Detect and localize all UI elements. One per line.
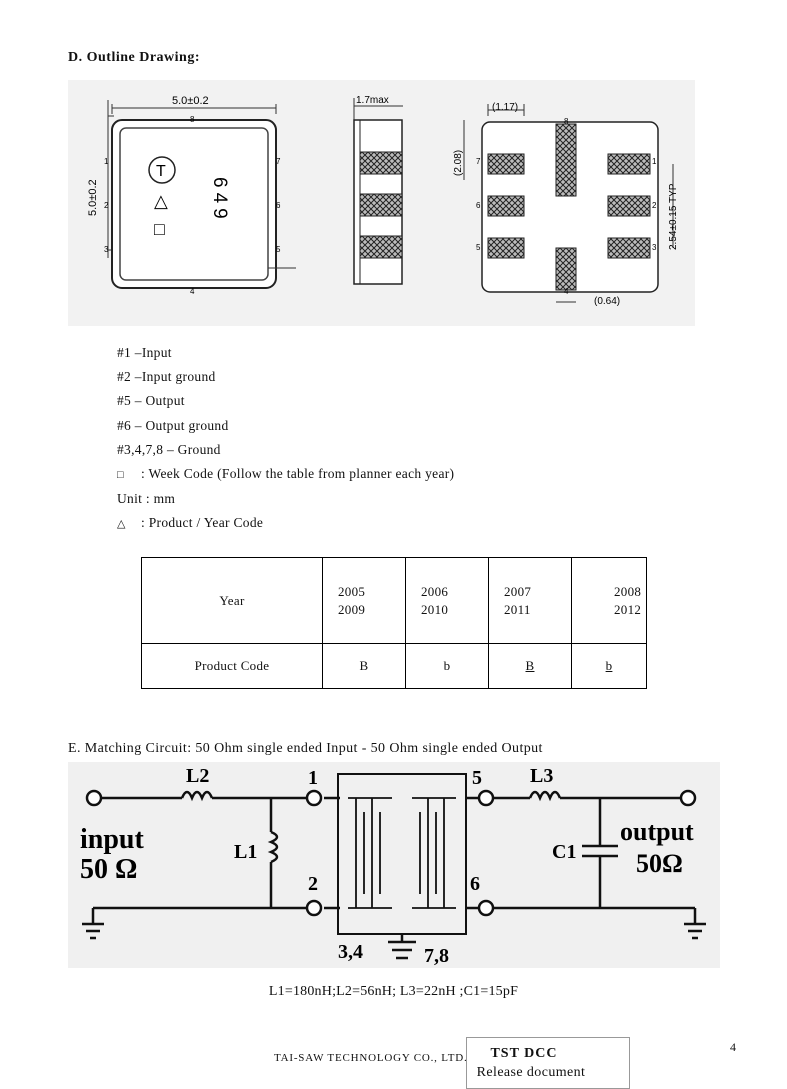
dcc-stamp-status: Release document	[476, 1065, 586, 1080]
svg-text:2: 2	[652, 201, 657, 210]
pin-desc-1: #1 –Input	[117, 345, 172, 360]
dim-pad-length-label: (2.08)	[453, 150, 464, 176]
code-cell-4: b	[571, 643, 647, 689]
marking-code: 649	[209, 177, 230, 224]
bottom-view: (1.17) (2.08) 8 7 6 5 1 2 3 4 2.54±0.15 …	[453, 102, 679, 307]
ground-3-4-label: 3,4	[338, 941, 363, 963]
output-impedance: 50Ω	[636, 849, 683, 878]
l2-label: L2	[186, 765, 209, 787]
square-symbol-icon: □	[117, 469, 124, 482]
top-view: 5.0±0.2 5.0±0.2 T △ □ 649 8 1 2 3 7 6 5 …	[87, 95, 296, 296]
l1-label: L1	[234, 841, 257, 863]
dim-pad-gap-label: (0.64)	[594, 296, 620, 307]
pin-2-label: 2	[308, 873, 318, 895]
svg-text:4: 4	[564, 287, 569, 296]
matching-circuit-title: E. Matching Circuit: 50 Ohm single ended…	[68, 741, 543, 756]
dim-pitch-label: 2.54±0.15 TYP	[668, 183, 679, 250]
unit-note: Unit : mm	[117, 491, 176, 507]
svg-text:7: 7	[276, 157, 281, 166]
year-header: Year	[141, 557, 323, 644]
svg-text:7: 7	[476, 157, 481, 166]
outline-drawing-title: D. Outline Drawing:	[68, 50, 200, 65]
input-label: input	[80, 824, 144, 855]
input-impedance: 50 Ω	[80, 854, 137, 885]
pin-list: #1 –Input #2 –Input ground #5 – Output #…	[117, 341, 454, 537]
pin-1-label: 1	[308, 767, 318, 789]
company-name: TAI-SAW TECHNOLOGY CO., LTD.	[274, 1052, 468, 1064]
triangle-symbol-icon: △	[117, 518, 126, 531]
c1-label: C1	[552, 841, 576, 863]
output-label: output	[620, 817, 694, 846]
product-code-header: Product Code	[141, 643, 323, 689]
product-code-note: △: Product / Year Code	[117, 511, 454, 536]
svg-text:8: 8	[564, 117, 569, 126]
pin-desc-6: #6 – Output ground	[117, 417, 229, 433]
matching-circuit-diagram: input 50 Ω output 50Ω L2 L1 L3 C1 1 2 5 …	[68, 762, 720, 968]
svg-text:6: 6	[276, 201, 281, 210]
marking-square: □	[154, 219, 165, 239]
svg-text:2: 2	[104, 201, 109, 210]
svg-text:5: 5	[476, 243, 481, 252]
svg-text:3: 3	[104, 245, 109, 254]
dim-pad-width-label: (1.17)	[492, 102, 518, 113]
dim-width-label: 5.0±0.2	[172, 95, 209, 107]
week-code-note: □: Week Code (Follow the table from plan…	[117, 462, 454, 487]
dcc-stamp-title: TST DCC	[490, 1046, 558, 1061]
pin-desc-ground: #3,4,7,8 – Ground	[117, 441, 221, 457]
code-cell-1: B	[322, 643, 406, 689]
code-cell-2: b	[405, 643, 489, 689]
pin-5-label: 5	[472, 767, 482, 789]
svg-text:1: 1	[104, 157, 109, 166]
dim-height-label: 5.0±0.2	[87, 179, 99, 216]
dim-thickness-label: 1.7max	[356, 95, 389, 106]
svg-text:8: 8	[190, 115, 195, 124]
svg-text:1: 1	[652, 157, 657, 166]
pin-6-label: 6	[470, 873, 480, 895]
svg-text:6: 6	[476, 201, 481, 210]
component-values: L1=180nH;L2=56nH; L3=22nH ;C1=15pF	[268, 984, 519, 999]
marking-triangle: △	[154, 191, 168, 211]
svg-text:5: 5	[276, 245, 281, 254]
ground-7-8-label: 7,8	[424, 945, 449, 967]
svg-text:4: 4	[190, 287, 195, 296]
l3-label: L3	[530, 765, 553, 787]
pin-desc-2: #2 –Input ground	[117, 369, 216, 385]
outline-drawing: 5.0±0.2 5.0±0.2 T △ □ 649 8 1 2 3 7 6 5 …	[68, 80, 695, 326]
pin-desc-5: #5 – Output	[117, 393, 185, 409]
dcc-stamp-box	[466, 1037, 630, 1089]
page-number: 4	[730, 1040, 736, 1054]
svg-text:T: T	[156, 163, 166, 180]
side-view: 1.7max	[353, 95, 403, 285]
svg-text:3: 3	[652, 243, 657, 252]
code-cell-3: B	[488, 643, 572, 689]
